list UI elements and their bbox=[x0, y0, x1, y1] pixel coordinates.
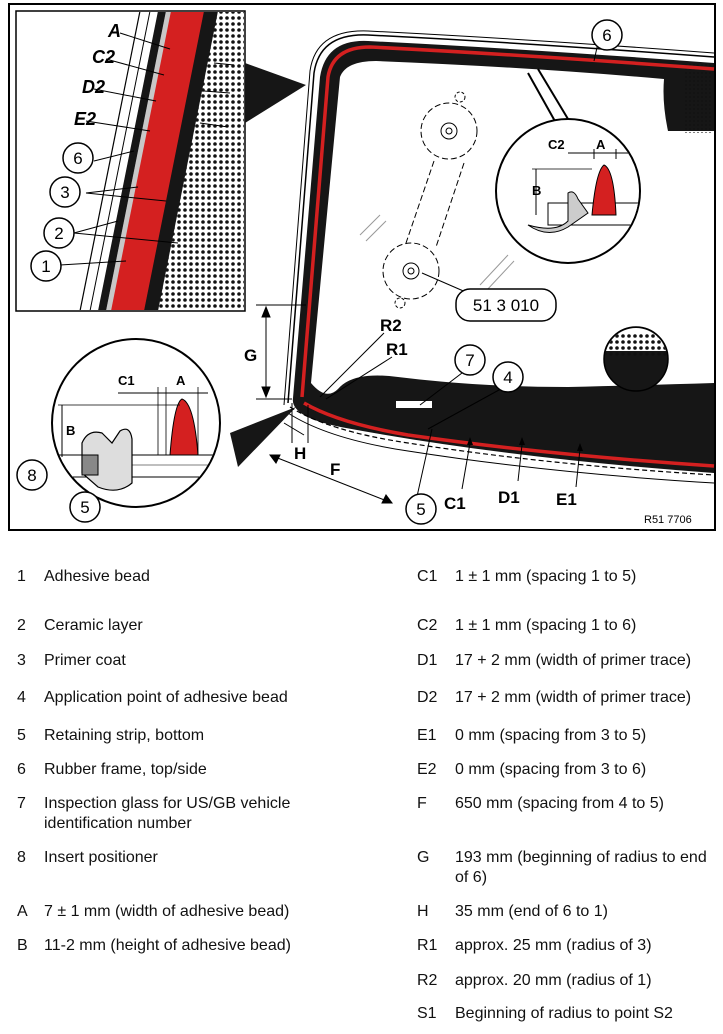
callout-6-top: 6 bbox=[602, 26, 611, 45]
label-A-top: A bbox=[107, 21, 121, 41]
detail-circle-small bbox=[603, 326, 669, 392]
detail-circle-right bbox=[495, 68, 641, 264]
callout-5-circle: 5 bbox=[80, 498, 89, 517]
rubber-frame-outer-2 bbox=[283, 30, 715, 406]
label-D1: D1 bbox=[498, 488, 520, 507]
windshield-diagram: 1 2 3 6 6 7 4 8 5 5 51 3 010 A C2 D2 E2 … bbox=[8, 3, 716, 531]
figure-code: R51 7706 bbox=[644, 514, 692, 526]
part-number-box bbox=[455, 288, 557, 322]
inspection-glass bbox=[396, 401, 432, 408]
dimension-lines bbox=[256, 42, 599, 504]
label-E1: E1 bbox=[556, 490, 577, 509]
dotted-edge bbox=[684, 63, 712, 133]
label-H: H bbox=[294, 444, 306, 463]
retaining-strip bbox=[289, 406, 715, 476]
detail-circle-left bbox=[51, 338, 296, 508]
rubber-frame-outer bbox=[287, 34, 715, 404]
label-C1-inset: C1 bbox=[118, 373, 135, 388]
callout-5-main: 5 bbox=[416, 500, 425, 519]
callout-4: 4 bbox=[503, 368, 512, 387]
callout-3: 3 bbox=[60, 183, 69, 202]
callout-8: 8 bbox=[27, 466, 36, 485]
label-A-inset-right: A bbox=[596, 137, 606, 152]
label-D2-top: D2 bbox=[82, 77, 105, 97]
label-F: F bbox=[330, 460, 340, 479]
label-R2: R2 bbox=[380, 316, 402, 335]
retaining-strip-2 bbox=[287, 412, 715, 484]
label-B-inset-left: B bbox=[66, 423, 75, 438]
adhesive-line bbox=[300, 45, 715, 468]
callout-1: 1 bbox=[41, 257, 50, 276]
callout-circles bbox=[16, 19, 623, 525]
label-A-inset-left: A bbox=[176, 373, 186, 388]
callout-6-box: 6 bbox=[73, 149, 82, 168]
label-C2-top: C2 bbox=[92, 47, 115, 67]
label-C1: C1 bbox=[444, 494, 466, 513]
callout-7: 7 bbox=[465, 351, 474, 370]
suction-fixture bbox=[382, 91, 478, 309]
label-R1: R1 bbox=[386, 340, 408, 359]
label-C2-inset: C2 bbox=[548, 137, 565, 152]
part-number: 51 3 010 bbox=[473, 296, 539, 315]
label-E2-top: E2 bbox=[74, 109, 96, 129]
label-G: G bbox=[244, 346, 257, 365]
callout-2: 2 bbox=[54, 224, 63, 243]
windshield-main bbox=[283, 30, 715, 484]
label-B-inset-right: B bbox=[532, 183, 541, 198]
